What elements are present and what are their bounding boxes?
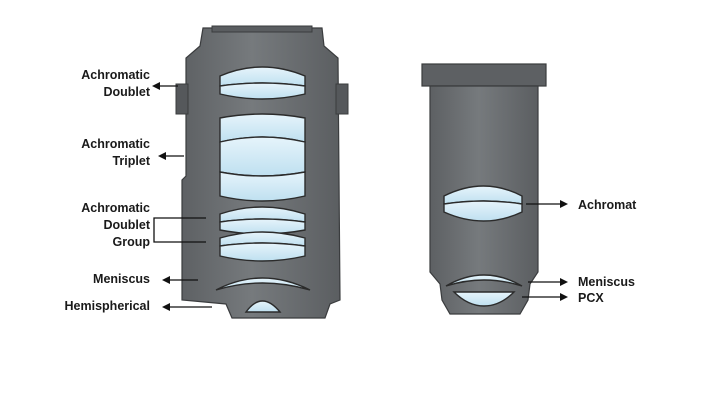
label-achromat: Achromat	[578, 198, 637, 212]
arrow-meniscus-left	[162, 276, 198, 284]
label-meniscus-left: Meniscus	[93, 272, 150, 286]
left-objective-collar-left	[175, 83, 189, 115]
right-objective-rim	[421, 63, 547, 87]
label-hemispherical-text: Hemispherical	[65, 299, 150, 313]
arrow-achromat	[526, 200, 568, 208]
arrow-meniscus-right	[528, 278, 568, 286]
label-achromatic-doublet-group-line1: Achromatic	[81, 201, 150, 215]
label-hemispherical: Hemispherical	[65, 299, 150, 313]
label-achromatic-doublet-group: Achromatic Doublet Group	[81, 201, 151, 249]
bracket-achromatic-doublet-group	[153, 217, 206, 243]
left-objective	[175, 25, 349, 319]
label-achromatic-doublet-group-line3: Group	[113, 235, 151, 249]
label-meniscus-left-text: Meniscus	[93, 272, 150, 286]
pcx-lens	[452, 291, 516, 307]
right-objective	[421, 63, 547, 315]
arrow-pcx	[522, 293, 568, 301]
left-objective-collar-right	[335, 83, 349, 115]
label-achromatic-triplet-line2: Triplet	[112, 154, 150, 168]
label-meniscus-right: Meniscus	[578, 275, 635, 289]
label-achromatic-doublet-line2: Doublet	[103, 85, 150, 99]
achromatic-doublet-group-lens	[219, 206, 306, 262]
hemispherical-lens	[244, 300, 282, 313]
label-achromatic-doublet: Achromatic Doublet	[81, 68, 151, 99]
arrow-achromatic-doublet	[152, 82, 178, 90]
label-achromatic-doublet-line1: Achromatic	[81, 68, 150, 82]
achromatic-triplet-lens	[219, 113, 306, 202]
arrow-achromatic-triplet	[158, 152, 184, 160]
label-achromatic-triplet: Achromatic Triplet	[81, 137, 151, 168]
label-achromatic-triplet-line1: Achromatic	[81, 137, 150, 151]
left-objective-neck	[211, 25, 313, 33]
label-pcx: PCX	[578, 291, 604, 305]
left-meniscus-lens	[215, 277, 311, 291]
achromatic-doublet-lens	[219, 66, 306, 100]
right-meniscus-lens	[445, 274, 523, 287]
achromat-lens	[443, 185, 523, 222]
arrow-hemispherical	[162, 303, 212, 311]
label-achromatic-doublet-group-line2: Doublet	[103, 218, 150, 232]
